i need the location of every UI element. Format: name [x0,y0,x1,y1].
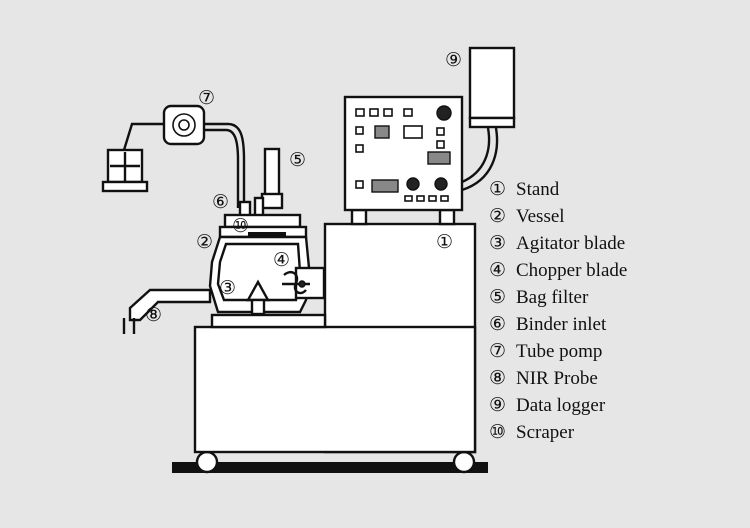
stand [193,222,477,454]
callout-chopper: ④ [273,250,290,271]
legend-num: ⑨ [489,395,506,416]
callout-binder-inlet: ⑥ [212,192,229,213]
binder-beaker [101,148,149,193]
legend: ① Stand ② Vessel ③ Agitator blade ④ Chop… [489,179,627,443]
legend-num: ⑤ [489,287,506,308]
legend-num: ⑦ [489,341,506,362]
vessel [208,235,312,316]
legend-label: Chopper blade [516,260,627,281]
callout-bag-filter: ⑤ [289,150,306,171]
legend-label: NIR Probe [516,368,598,389]
legend-num: ④ [489,260,506,281]
callout-nir-probe: ⑧ [145,305,162,326]
legend-label: Stand [516,179,560,200]
right-wheel [452,450,476,474]
chopper-assembly [282,266,326,300]
legend-label: Binder inlet [516,314,607,335]
binder-tubing [122,122,246,208]
callout-tube-pump: ⑦ [198,88,215,109]
panel-supports [350,208,456,226]
left-wheel [195,450,219,474]
legend-label: Scraper [516,422,575,443]
callout-scraper: ⑩ [232,216,249,237]
legend-num: ⑧ [489,368,506,389]
legend-num: ① [489,179,506,200]
legend-num: ③ [489,233,506,254]
tube-pump [162,104,206,146]
legend-label: Tube pomp [516,341,602,362]
control-panel [343,95,464,212]
legend-label: Vessel [516,206,565,227]
callout-agitator: ③ [219,278,236,299]
callout-stand: ① [436,232,453,253]
callout-vessel: ② [196,232,213,253]
legend-num: ⑥ [489,314,506,335]
callout-data-logger: ⑨ [445,50,462,71]
legend-num: ⑩ [489,422,506,443]
legend-label: Data logger [516,395,606,416]
bag-filter [260,147,284,210]
logger-cable [461,127,499,192]
nir-probe [122,288,212,334]
legend-label: Agitator blade [516,233,625,254]
legend-label: Bag filter [516,287,589,308]
data-logger [468,46,516,129]
legend-num: ② [489,206,506,227]
floor-base [172,462,488,473]
